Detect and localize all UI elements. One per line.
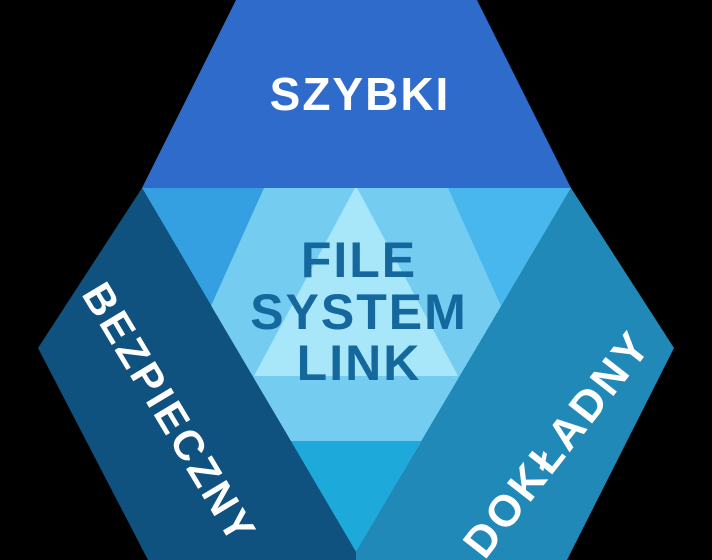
left-trapezoid [38, 188, 357, 560]
top-trapezoid [142, 0, 571, 188]
bottom-inverted-facet [291, 441, 421, 552]
top-label: SZYBKI [270, 68, 451, 120]
inner-lightest-facet [254, 186, 458, 376]
center-wordmark-line-1: FILE [301, 232, 417, 288]
center-wordmark-line-3: LINK [297, 335, 422, 391]
center-wordmark-line-2: SYSTEM [250, 284, 468, 340]
right-trapezoid [356, 188, 674, 560]
